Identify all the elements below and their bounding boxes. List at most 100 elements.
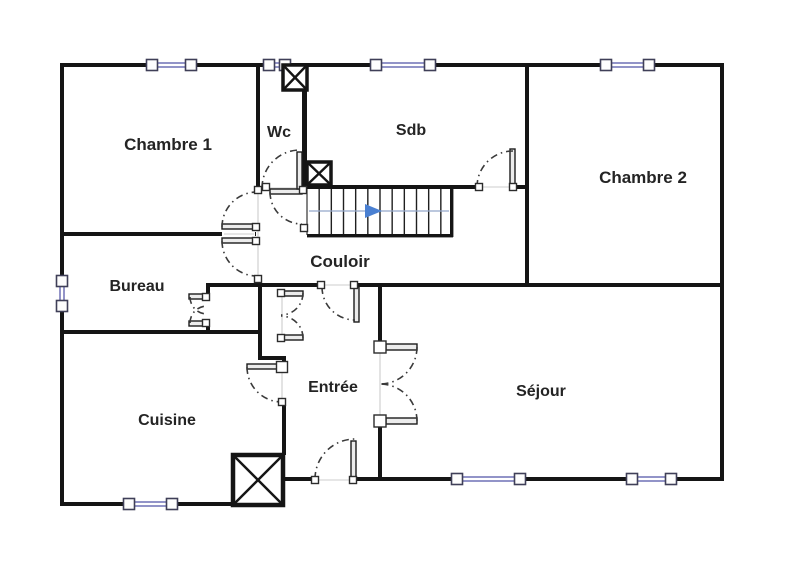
door-swing-arc <box>379 346 418 385</box>
room-label-chambre-1: Chambre 1 <box>124 135 212 154</box>
door-leaf <box>296 151 303 190</box>
door-hinge-square <box>508 182 518 192</box>
door-hinge-square <box>277 397 287 407</box>
room-label-entree: Entrée <box>308 379 358 396</box>
room-label-cuisine: Cuisine <box>138 412 196 429</box>
staircase <box>306 189 454 238</box>
door-hinge-square <box>310 475 320 485</box>
door-opening <box>281 369 287 400</box>
door-swing-arc <box>189 296 208 315</box>
door-opening <box>205 298 211 323</box>
flue-x-diagonal <box>282 64 308 91</box>
window-mask <box>123 499 178 509</box>
window-end-square <box>122 497 136 511</box>
door-hinge-square <box>253 185 263 195</box>
room-label-chambre-2: Chambre 2 <box>599 168 687 187</box>
door-hinge-square <box>251 236 261 246</box>
window-end-square <box>165 497 179 511</box>
door-swing-arc <box>261 149 301 189</box>
window-end-square <box>184 58 198 72</box>
window-mask <box>146 60 197 70</box>
stair-bottom-edge <box>307 234 453 238</box>
door-hinge-square <box>474 182 484 192</box>
room-label-bureau: Bureau <box>109 278 164 295</box>
door-hinge-square <box>373 340 387 354</box>
door-leaf <box>385 343 418 351</box>
window-end-square <box>369 58 383 72</box>
window-mask <box>57 275 67 312</box>
door-hinge-square <box>298 185 308 195</box>
wall <box>258 287 262 360</box>
door-hinge-square <box>261 182 271 192</box>
door-swing-arc <box>314 438 356 480</box>
door-hinge-square <box>201 318 211 328</box>
door-hinge-square <box>316 280 326 290</box>
room-label-couloir: Couloir <box>310 252 370 271</box>
door-swing-arc <box>379 383 418 422</box>
door-swing-arc <box>321 286 356 321</box>
door-hinge-square <box>276 288 286 298</box>
window-end-square <box>513 472 527 486</box>
door-swing-arc <box>221 240 258 277</box>
wall <box>60 232 256 236</box>
window-end-square <box>423 58 437 72</box>
room-label-sejour: Séjour <box>516 383 566 400</box>
door-hinge-square <box>348 475 358 485</box>
door-swing-arc <box>189 305 208 324</box>
room-label-sdb: Sdb <box>396 122 426 139</box>
door-leaf <box>269 188 303 195</box>
window-end-square <box>145 58 159 72</box>
wall <box>60 330 262 334</box>
door-hinge-square <box>275 360 289 374</box>
door-leaf <box>283 290 304 297</box>
door-hinge-square <box>253 274 263 284</box>
window-mask <box>626 474 677 484</box>
wall <box>258 356 286 360</box>
flue-x-diagonal <box>306 161 332 186</box>
door-swing-arc <box>280 292 304 316</box>
window-end-square <box>55 274 69 288</box>
stair-direction-arrow-icon <box>365 204 382 218</box>
door-hinge-square <box>373 414 387 428</box>
door-leaf <box>221 223 257 230</box>
room-label-wc: Wc <box>267 124 291 141</box>
window-end-square <box>55 299 69 313</box>
door-leaves-layer <box>188 148 516 479</box>
window-end-square <box>642 58 656 72</box>
wall <box>307 185 529 189</box>
door-swing-arc <box>280 315 304 339</box>
door-arcs-layer <box>189 149 514 480</box>
window-end-square <box>262 58 276 72</box>
door-leaf <box>283 334 304 341</box>
door-leaf <box>353 286 360 323</box>
door-swing-arc <box>476 150 514 188</box>
door-hinge-square <box>276 333 286 343</box>
door-leaf <box>385 417 418 425</box>
window-end-square <box>664 472 678 486</box>
window-mask <box>451 474 526 484</box>
door-leaf <box>221 237 257 244</box>
window-mask <box>370 60 436 70</box>
door-opening <box>317 476 352 482</box>
wall <box>206 283 724 287</box>
wall <box>525 63 529 287</box>
door-hinge-square <box>349 280 359 290</box>
door-swing-arc <box>221 191 258 228</box>
door-swing-arc <box>246 366 283 403</box>
window-mask <box>600 60 655 70</box>
wall <box>256 63 260 190</box>
door-hinge-square <box>251 222 261 232</box>
flue-x-diagonal <box>232 454 284 506</box>
door-swing-arc <box>269 191 303 225</box>
window-end-square <box>625 472 639 486</box>
windows-layer <box>55 58 678 511</box>
window-mask <box>263 60 291 70</box>
door-squares-layer <box>201 182 518 485</box>
door-hinge-square <box>299 223 309 233</box>
window-end-square <box>599 58 613 72</box>
window-end-square <box>450 472 464 486</box>
